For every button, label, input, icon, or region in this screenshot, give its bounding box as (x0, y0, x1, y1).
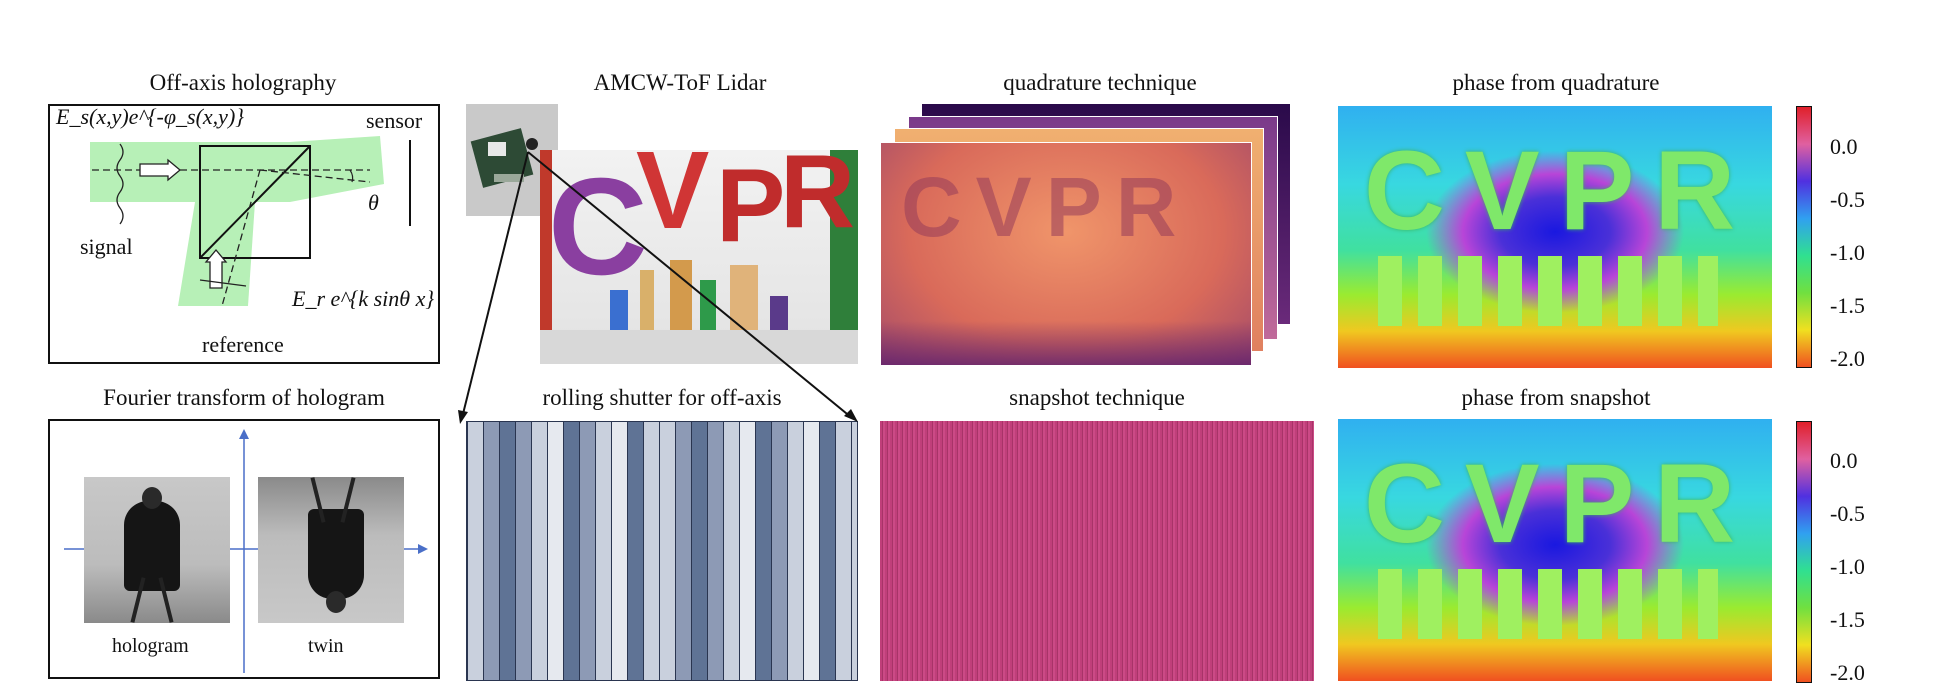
colorbar-bottom-tick-4: -2.0 (1830, 660, 1865, 685)
snapshot-image (880, 421, 1314, 681)
colorbar-top-tick-2: -1.0 (1830, 240, 1865, 265)
beam-splitter (199, 145, 311, 259)
quadrature-bottom-shadow (881, 321, 1251, 365)
signal-field-label: E_s(x,y)e^{-φ_s(x,y)} (56, 104, 245, 129)
colorbar-top-tick-4: -2.0 (1830, 346, 1865, 371)
colorbar-top (1796, 106, 1812, 368)
phase-snapshot-title: phase from snapshot (1461, 385, 1651, 410)
reference-label: reference (202, 332, 284, 357)
sensor-beam (290, 136, 384, 202)
reference-field-label: E_r e^{k sinθ x} (292, 286, 435, 311)
fourier-title: Fourier transform of hologram (103, 385, 385, 410)
lidar-title: AMCW-ToF Lidar (593, 70, 767, 95)
off-axis-title: Off-axis holography (149, 70, 337, 95)
snapshot-title: snapshot technique (1009, 385, 1185, 410)
scene-letter-v: V (636, 150, 710, 252)
hologram-image (84, 477, 230, 623)
phase-quadrature-title: phase from quadrature (1452, 70, 1660, 95)
colorbar-bottom (1796, 421, 1812, 683)
phase-snapshot-map: CVPR (1338, 419, 1772, 681)
rolling-shutter-stripes (466, 421, 858, 681)
colorbar-top-tick-3: -1.5 (1830, 293, 1865, 318)
off-axis-diagram (90, 136, 411, 307)
theta-label: θ (368, 190, 379, 215)
colorbar-top-tick-1: -0.5 (1830, 187, 1865, 212)
colorbar-top-tick-0: 0.0 (1830, 134, 1858, 159)
scene-floor (540, 330, 858, 364)
colorbar-bottom-tick-0: 0.0 (1830, 448, 1858, 473)
scene-letter-p: P (716, 150, 786, 264)
sensor-label: sensor (366, 108, 423, 133)
colorbar-bottom-tick-3: -1.5 (1830, 607, 1865, 632)
twin-image (258, 477, 404, 623)
hologram-label: hologram (112, 635, 189, 657)
scene-blocks (600, 260, 820, 340)
phase-quadrature-map: CVPR (1338, 106, 1772, 368)
lidar-scene-photo: C V P R (540, 150, 858, 364)
quadrature-scene-letters: CVPR (901, 160, 1191, 254)
phase-quadrature-letters: CVPR (1364, 128, 1756, 253)
quadrature-title: quadrature technique (1003, 70, 1197, 95)
fourier-panel: hologram twin (48, 419, 440, 679)
quadrature-frame-1: CVPR (880, 142, 1252, 366)
colorbar-bottom-tick-2: -1.0 (1830, 554, 1865, 579)
phase-snapshot-letters: CVPR (1364, 441, 1756, 566)
scene-letter-r: R (780, 150, 856, 250)
off-axis-panel: E_s(x,y)e^{-φ_s(x,y)} sensor θ signal E_… (48, 104, 440, 364)
signal-label: signal (80, 234, 133, 259)
stripe-dividers (467, 422, 857, 680)
rolling-title: rolling shutter for off-axis (542, 385, 782, 410)
reference-arrow-icon (204, 248, 228, 289)
phase-snapshot-blocks (1378, 569, 1718, 639)
signal-arrow-icon (139, 158, 182, 182)
twin-label: twin (308, 635, 344, 657)
colorbar-bottom-tick-1: -0.5 (1830, 501, 1865, 526)
phase-quadrature-blocks (1378, 256, 1718, 326)
